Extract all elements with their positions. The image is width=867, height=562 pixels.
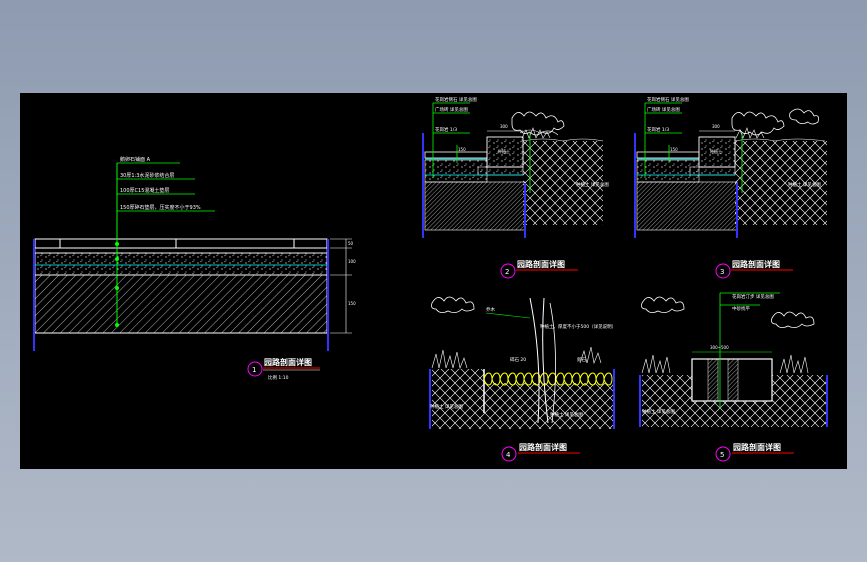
detail2-curb-label: 种植土 xyxy=(498,148,510,154)
detail3-dim-1: 300 xyxy=(712,124,720,129)
detail2-label-3: 花岗岩 1/3 xyxy=(435,126,457,133)
detail-1: 鹅卵石铺面 A 30厚1:3水泥砂浆结合层 100厚C15混凝土垫层 150厚碎… xyxy=(33,156,356,381)
concrete-layer xyxy=(34,252,328,276)
detail3-soil-label: 种植土 详见总图 xyxy=(788,181,821,188)
curb-stone xyxy=(486,136,524,168)
detail3-dim-2: 150 xyxy=(670,147,678,152)
detail5-number: 5 xyxy=(720,451,724,459)
detail3-number: 3 xyxy=(720,268,724,276)
detail1-number-circle xyxy=(247,361,263,377)
detail5-label-1: 花岗岩汀步 详见总图 xyxy=(732,293,774,300)
detail4-label-tree: 乔木 xyxy=(486,306,495,313)
detail1-dim-1: 50 xyxy=(348,241,354,246)
detail5-soil-label: 种植土 详见总图 xyxy=(642,408,675,415)
detail1-title: 园路剖面详图 xyxy=(264,357,312,367)
detail2-dim-1: 300 xyxy=(500,124,508,129)
detail4-label-pebble: 卵石 xyxy=(577,356,586,363)
detail1-label-4: 150厚碎石垫层，压实度不小于93% xyxy=(120,204,201,211)
detail5-label-2: 中砂找平 xyxy=(732,305,750,312)
detail2-dim-2: 150 xyxy=(458,147,466,152)
detail3-curb-label: 种植土 xyxy=(710,148,722,154)
shrub-icon xyxy=(641,296,685,313)
detail5-dim: 300~500 xyxy=(710,345,729,350)
detail1-dim-2: 100 xyxy=(348,259,356,264)
soil-hatch xyxy=(523,141,603,225)
detail4-soil-left: 种植土 详见总图 xyxy=(430,403,463,410)
detail4-label-soil: 种植土，厚度不小于500（详见说明） xyxy=(540,323,616,330)
detail4-title: 园路剖面详图 xyxy=(519,442,567,452)
detail3-label-3: 花岗岩 1/3 xyxy=(647,126,669,133)
cad-drawing: 鹅卵石铺面 A 30厚1:3水泥砂浆结合层 100厚C15混凝土垫层 150厚碎… xyxy=(33,96,828,462)
detail1-label-3: 100厚C15混凝土垫层 xyxy=(120,187,169,194)
shrub-icon xyxy=(731,111,785,136)
detail-4: 乔木 种植土，厚度不小于500（详见说明） 碎石 20 卵石 种植土 详见总图 … xyxy=(429,296,616,462)
detail2-label-1: 花岗岩侧石 详见总图 xyxy=(435,96,477,103)
detail4-number: 4 xyxy=(506,451,511,459)
shrub-icon xyxy=(431,296,475,313)
detail1-label-1: 鹅卵石铺面 A xyxy=(120,156,151,163)
detail5-title: 园路剖面详图 xyxy=(733,442,781,452)
detail3-label-2: 广场砖 详见总图 xyxy=(647,106,680,113)
tree-trunk xyxy=(529,297,540,424)
detail4-soil-right: 种植土 详见总图 xyxy=(550,411,583,418)
detail3-label-1: 花岗岩侧石 详见总图 xyxy=(647,96,689,103)
gravel-layer xyxy=(483,372,613,380)
detail2-soil-label: 种植土 详见总图 xyxy=(576,181,609,188)
detail2-label-2: 广场砖 详见总图 xyxy=(435,106,468,113)
detail1-label-2: 30厚1:3水泥砂浆结合层 xyxy=(120,172,174,179)
cad-drawing-viewport[interactable]: 鹅卵石铺面 A 30厚1:3水泥砂浆结合层 100厚C15混凝土垫层 150厚碎… xyxy=(20,93,847,469)
paving-layer xyxy=(34,238,328,249)
detail1-scale: 比例 1:10 xyxy=(268,374,289,381)
detail1-number: 1 xyxy=(252,366,256,374)
detail2-number: 2 xyxy=(505,268,509,276)
gravel-base-layer xyxy=(34,274,328,334)
detail1-dim-3: 150 xyxy=(348,301,356,306)
shrub-icon xyxy=(511,111,565,136)
detail3-title: 园路剖面详图 xyxy=(732,259,780,269)
detail4-label-gravel: 碎石 20 xyxy=(510,356,526,363)
detail-2: 种植土 花岗岩侧石 详见总图 广场砖 详见总图 花岗岩 1/3 300 150 … xyxy=(422,96,609,279)
detail-3: 种植土 花岗岩侧石 详见总图 广场砖 详见总图 花岗岩 1/3 300 150 … xyxy=(634,96,827,279)
detail-5: 花岗岩汀步 详见总图 中砂找平 300~500 种植土 详见总图 5 园路剖面详… xyxy=(639,292,828,462)
detail2-title: 园路剖面详图 xyxy=(517,259,565,269)
